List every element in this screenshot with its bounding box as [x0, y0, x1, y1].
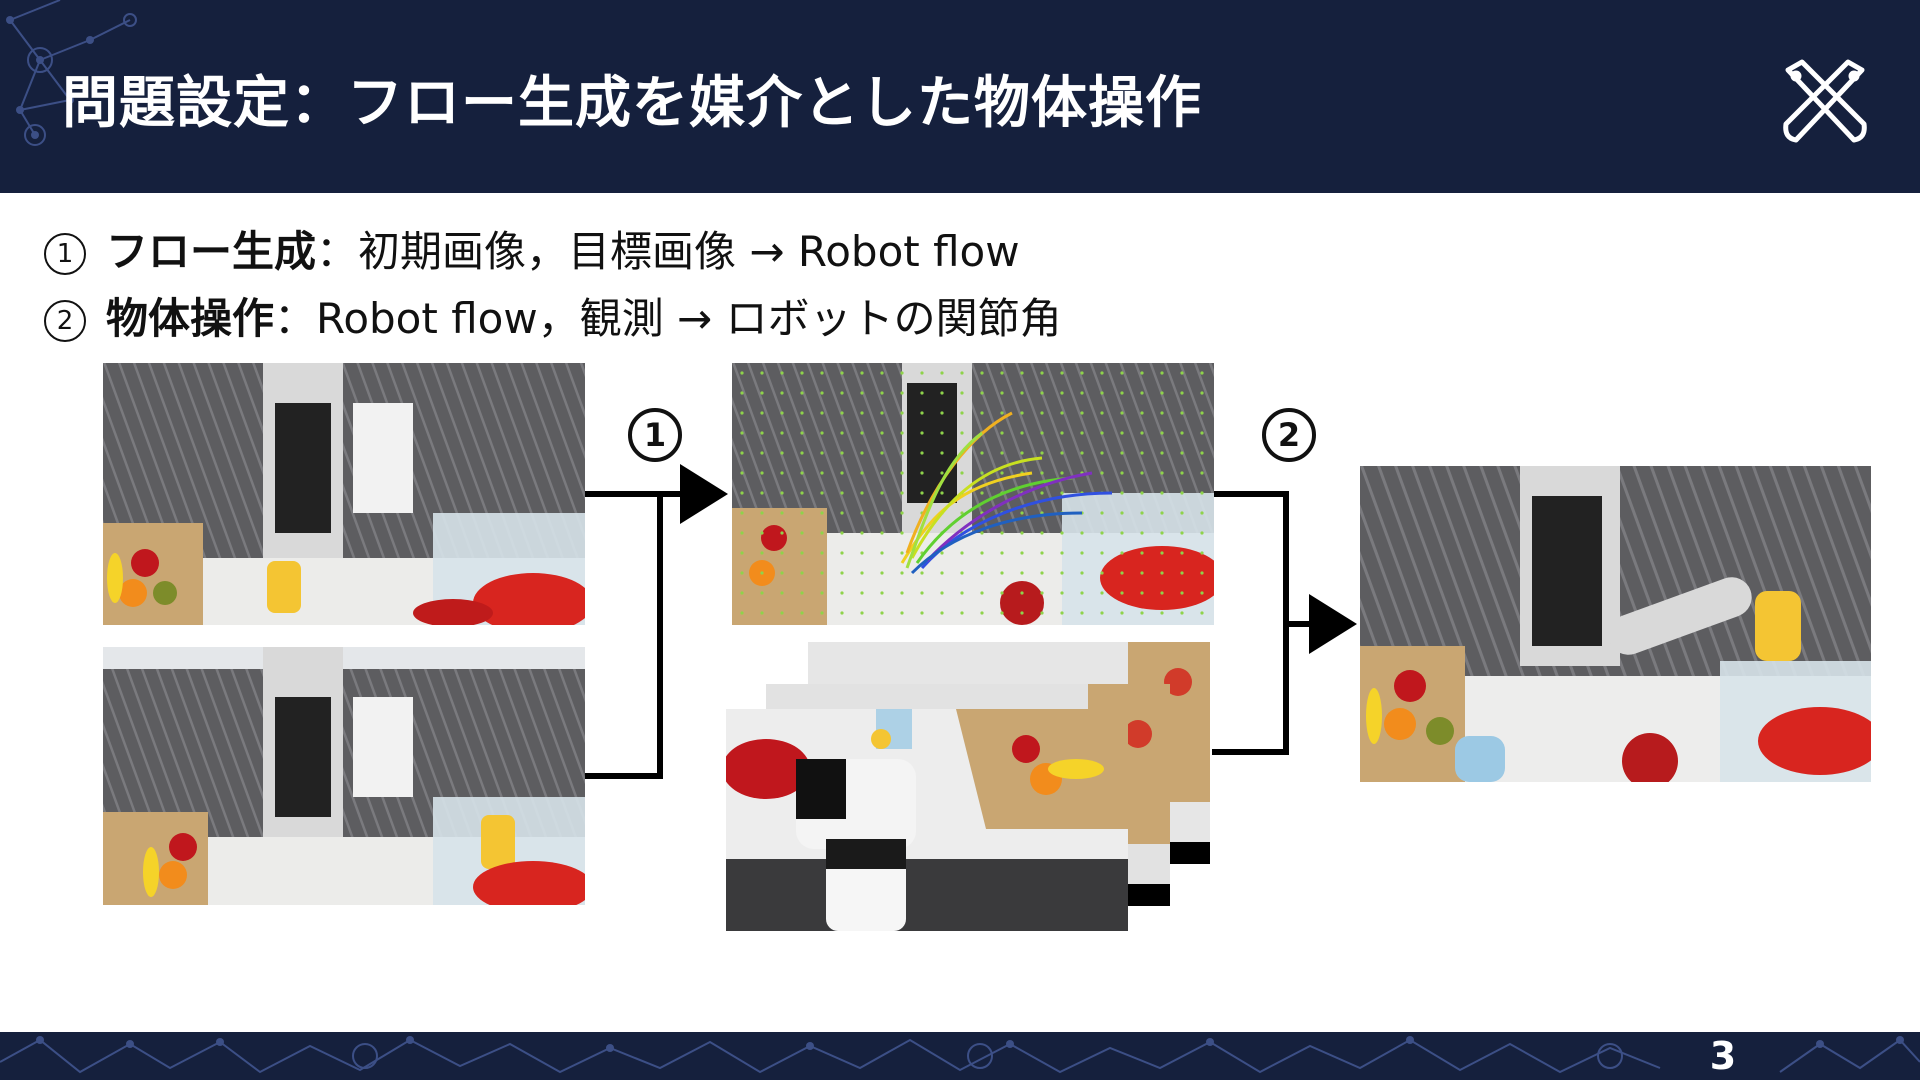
robot-flow-image [732, 363, 1214, 625]
stage-mark-1: 1 [628, 408, 682, 462]
slide-title: 問題設定：フロー生成を媒介とした物体操作 [62, 71, 1202, 136]
observation-frame-1 [726, 709, 1128, 931]
step-separator: ： [274, 294, 317, 343]
step-separator: ： [316, 227, 359, 276]
step-flow-generation: 1 フロー生成：初期画像，目標画像 → Robot flow [44, 218, 1020, 279]
page-number: 3 [1709, 1034, 1737, 1078]
flow-connectors [585, 464, 1357, 779]
footer-bar [0, 1032, 1920, 1080]
step-description: Robot flow，観測 → ロボットの関節角 [316, 294, 1062, 343]
step-number-1: 1 [44, 233, 86, 275]
stage-mark-2: 2 [1262, 408, 1316, 462]
goal-image [103, 647, 585, 905]
step-number-2: 2 [44, 300, 86, 342]
step-object-manipulation: 2 物体操作：Robot flow，観測 → ロボットの関節角 [44, 285, 1062, 346]
network-pattern-icon [6, 0, 137, 146]
step-description: 初期画像，目標画像 → Robot flow [358, 227, 1020, 276]
initial-image [103, 363, 585, 625]
header-bar: 問題設定：フロー生成を媒介とした物体操作 [0, 0, 1920, 193]
logo-icon [1783, 59, 1867, 143]
network-pattern-icon [0, 1036, 1920, 1074]
step-term: 物体操作 [106, 294, 275, 343]
step-term: フロー生成 [106, 227, 317, 276]
result-image [1360, 466, 1871, 782]
arrow-flow-to-result [1212, 491, 1289, 755]
arrow-initial-to-flow [585, 491, 663, 779]
